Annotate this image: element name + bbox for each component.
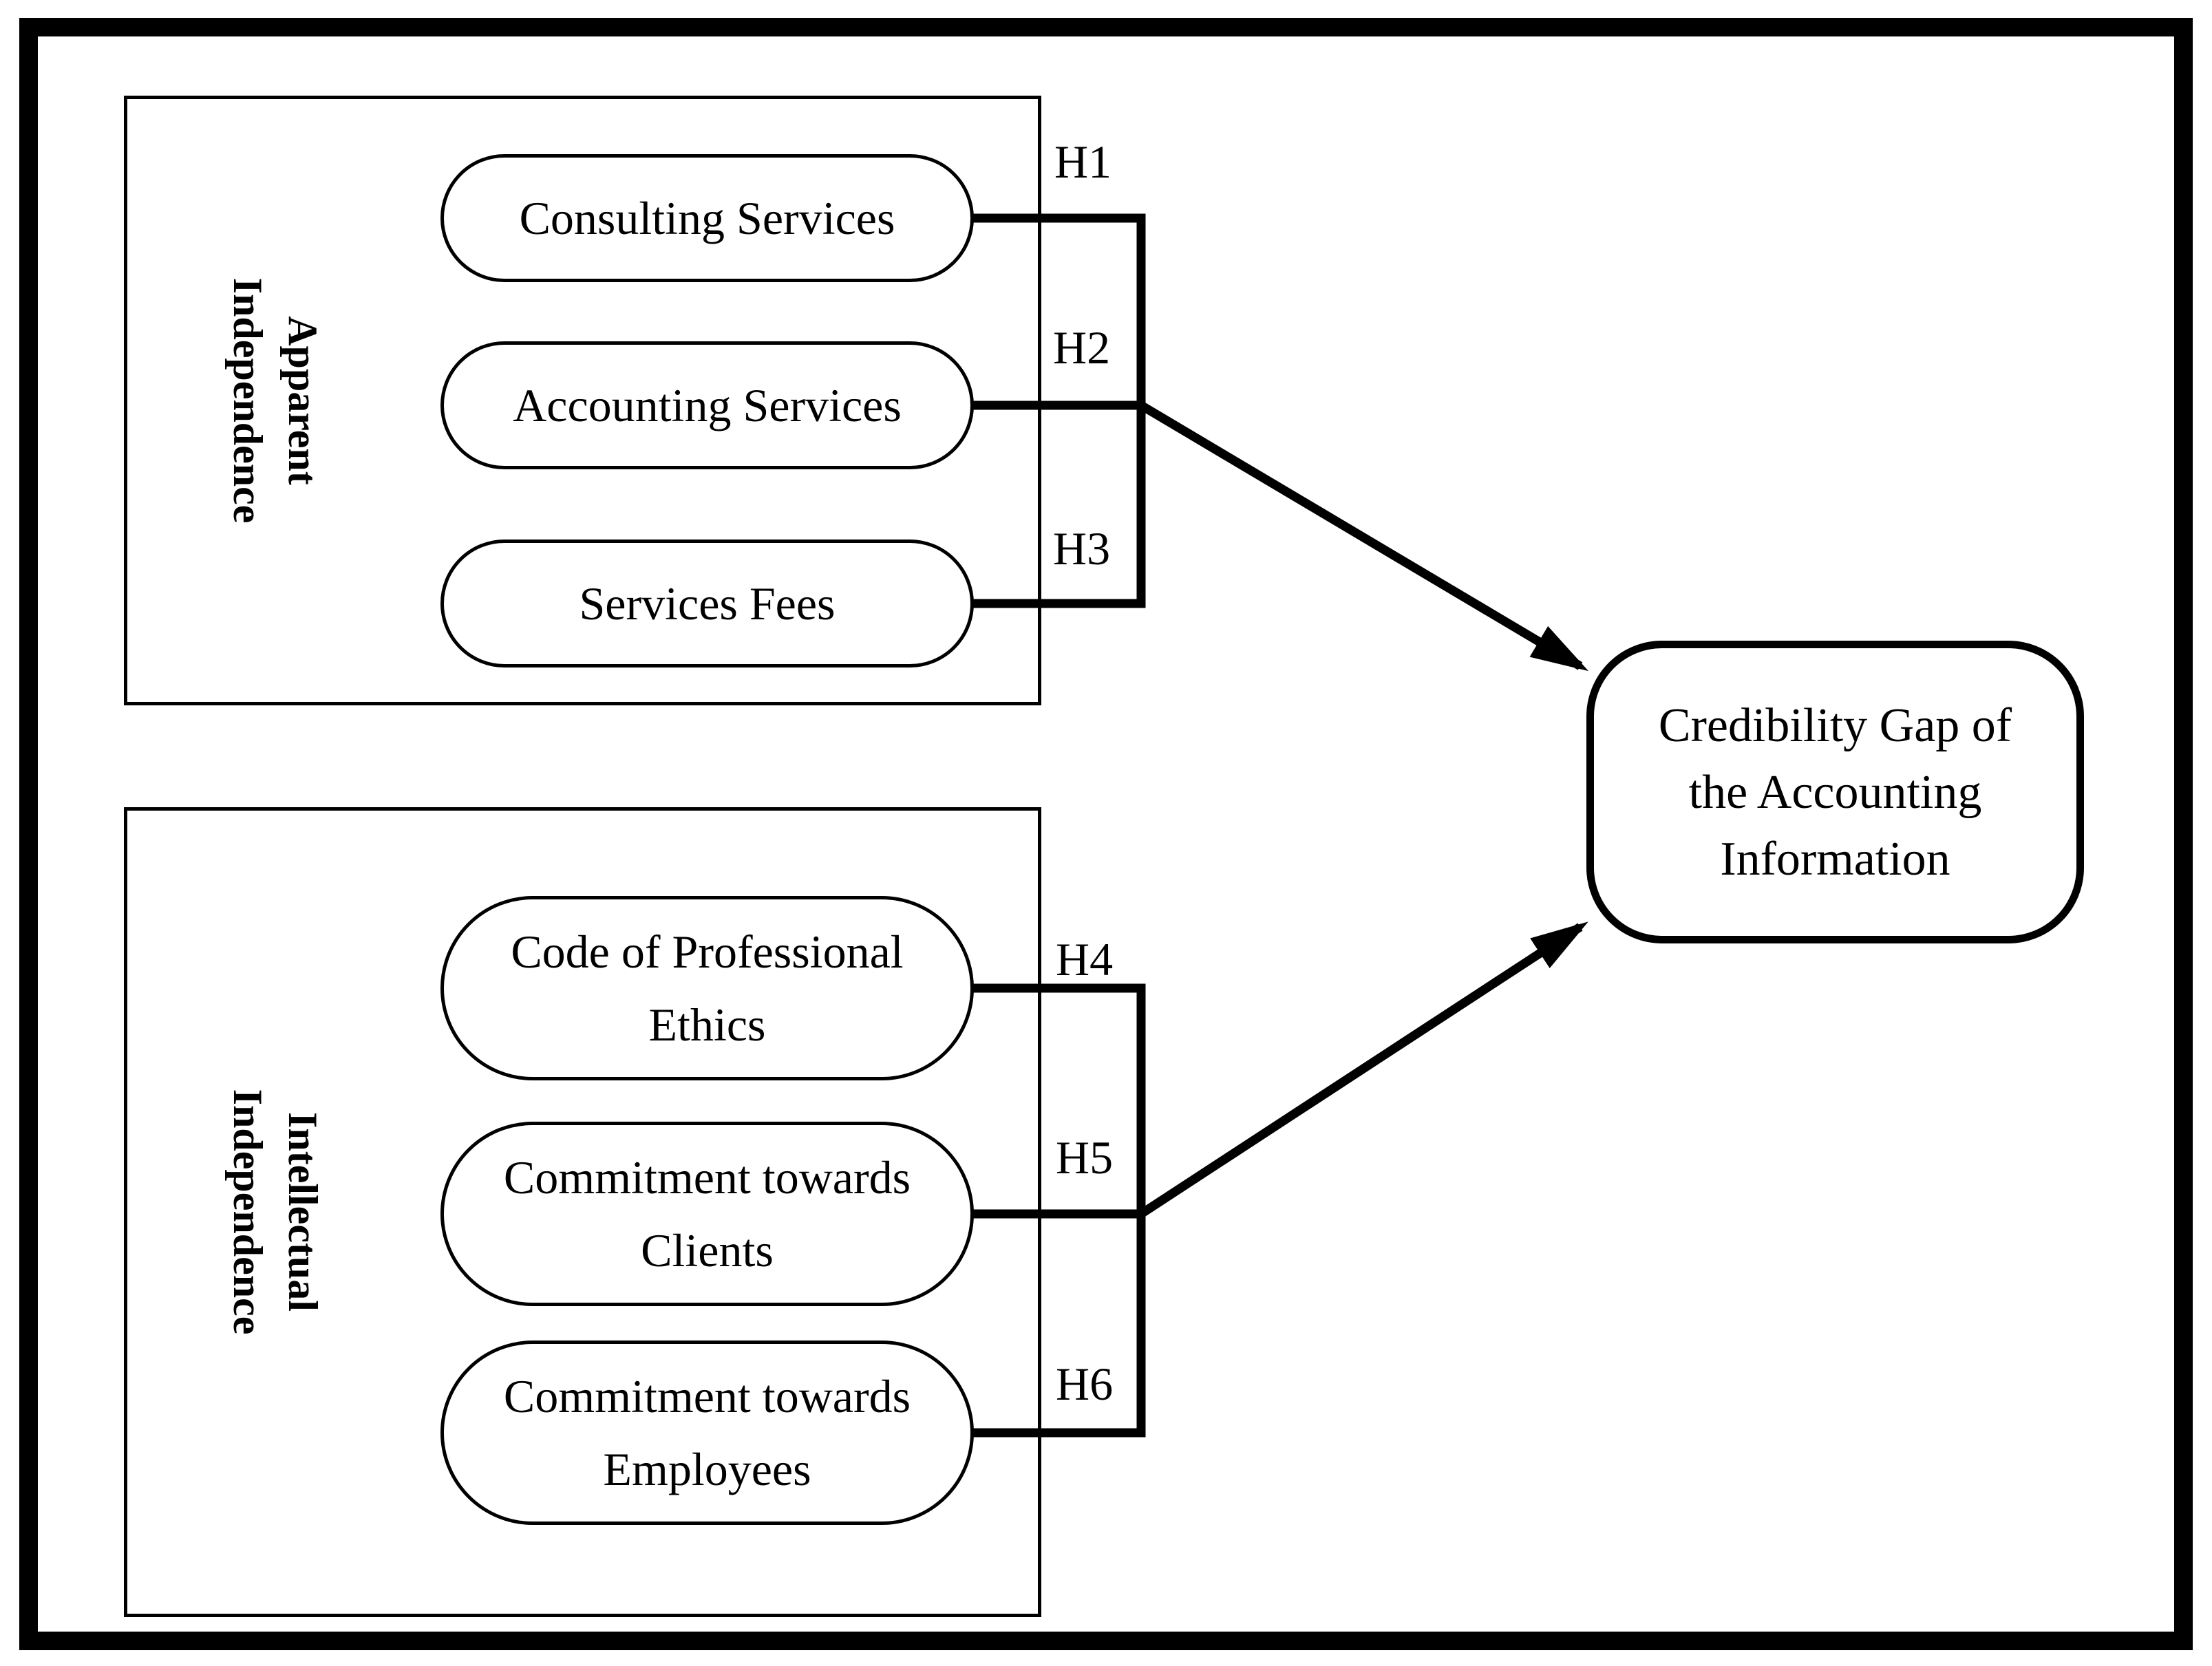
arrow-apparent-to-credibility — [1138, 401, 1589, 672]
node-label-line: Ethics — [648, 998, 766, 1051]
services-fees-node: Services Fees — [440, 540, 974, 668]
hypothesis-label-h1: H1 — [1054, 136, 1112, 188]
outcome-label-line: Information — [1720, 832, 1950, 886]
node-label-line: Commitment towards — [503, 1370, 911, 1422]
node-label-line: Accounting Services — [513, 379, 902, 431]
hypothesis-label-h6: H6 — [1056, 1358, 1114, 1410]
node-label-line: Code of Professional — [511, 926, 904, 978]
hypothesis-label-h3: H3 — [1053, 522, 1111, 575]
commitment-towards-clients-node: Commitment towards Clients — [440, 1122, 974, 1306]
credibility-gap-node: Credibility Gap of the Accounting Inform… — [1586, 641, 2084, 943]
apparent-independence-group-box — [124, 96, 1041, 705]
arrow-intellectual-to-credibility — [1138, 921, 1588, 1218]
node-label-line: Commitment towards — [503, 1151, 911, 1204]
h1-h3-bracket-connector — [972, 213, 1146, 608]
hypothesis-label-h4: H4 — [1056, 933, 1114, 985]
outer-border — [19, 18, 2193, 1650]
outcome-label-line: Credibility Gap of — [1658, 698, 2012, 752]
commitment-towards-employees-node: Commitment towards Employees — [440, 1341, 974, 1525]
consulting-services-node: Consulting Services — [440, 154, 974, 282]
hypothesis-label-h2: H2 — [1053, 321, 1111, 374]
node-label-line: Clients — [641, 1224, 774, 1277]
node-label-line: Services Fees — [579, 577, 836, 630]
node-label-line: Employees — [603, 1443, 811, 1495]
code-of-professional-ethics-node: Code of Professional Ethics — [440, 896, 974, 1080]
outcome-label-line: the Accounting — [1688, 765, 1982, 819]
hypothesis-label-h5: H5 — [1056, 1131, 1114, 1184]
accounting-services-node: Accounting Services — [440, 341, 974, 469]
node-label-line: Consulting Services — [519, 192, 895, 244]
